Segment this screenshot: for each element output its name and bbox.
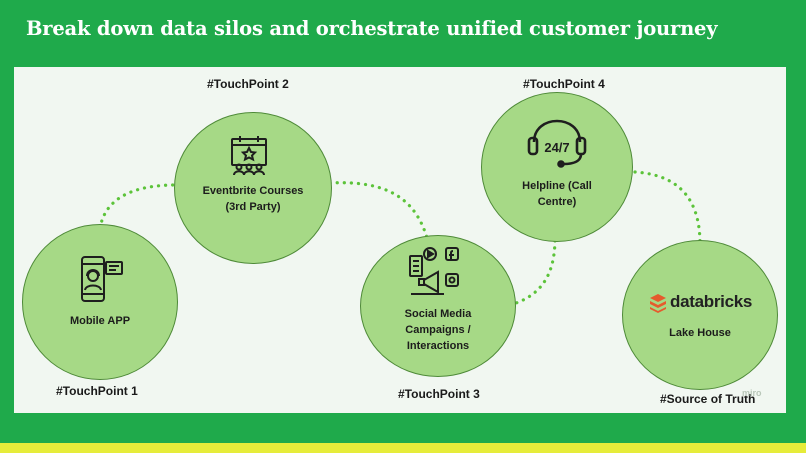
mobile-support-icon	[81, 256, 123, 302]
node-eventbrite[interactable]	[174, 112, 332, 264]
helpline-label-line2: Centre)	[537, 196, 577, 208]
eventbrite-label-line2: (3rd Party)	[225, 201, 281, 213]
eventbrite-label-line1: Eventbrite Courses	[202, 185, 304, 197]
event-calendar-icon	[231, 136, 267, 176]
node-helpline[interactable]	[481, 92, 633, 242]
touchpoint-1-label: #TouchPoint 1	[56, 384, 138, 398]
databricks-logo-icon	[650, 294, 666, 313]
node-mobile-app[interactable]	[22, 224, 178, 380]
mobile-app-label: Mobile APP	[69, 315, 131, 327]
social-media-label-line3: Interactions	[406, 340, 470, 352]
eventbrite-label: Eventbrite Courses (3rd Party)	[174, 183, 332, 215]
helpline-badge: 24/7	[544, 140, 569, 155]
bottom-accent-bar	[0, 443, 806, 453]
miro-watermark: miro	[742, 388, 762, 398]
node-social-media[interactable]	[360, 235, 516, 377]
page-title: Break down data silos and orchestrate un…	[26, 17, 718, 40]
lake-house-label: Lake House	[669, 327, 731, 339]
touchpoint-4-label: #TouchPoint 4	[523, 77, 605, 91]
helpline-label-line1: Helpline (Call	[522, 180, 592, 192]
node-lake-house[interactable]	[622, 240, 778, 390]
databricks-brand: databricks	[670, 292, 753, 311]
headset-24-7-icon: 24/7	[527, 119, 587, 168]
social-media-icon	[409, 247, 459, 295]
source-of-truth-label: #Source of Truth	[660, 392, 756, 406]
helpline-label: Helpline (Call Centre)	[481, 178, 633, 210]
social-media-label: Social Media Campaigns / Interactions	[360, 306, 516, 354]
touchpoint-2-label: #TouchPoint 2	[207, 77, 289, 91]
social-media-label-line1: Social Media	[404, 308, 472, 320]
social-media-label-line2: Campaigns /	[405, 324, 471, 336]
touchpoint-3-label: #TouchPoint 3	[398, 387, 480, 401]
